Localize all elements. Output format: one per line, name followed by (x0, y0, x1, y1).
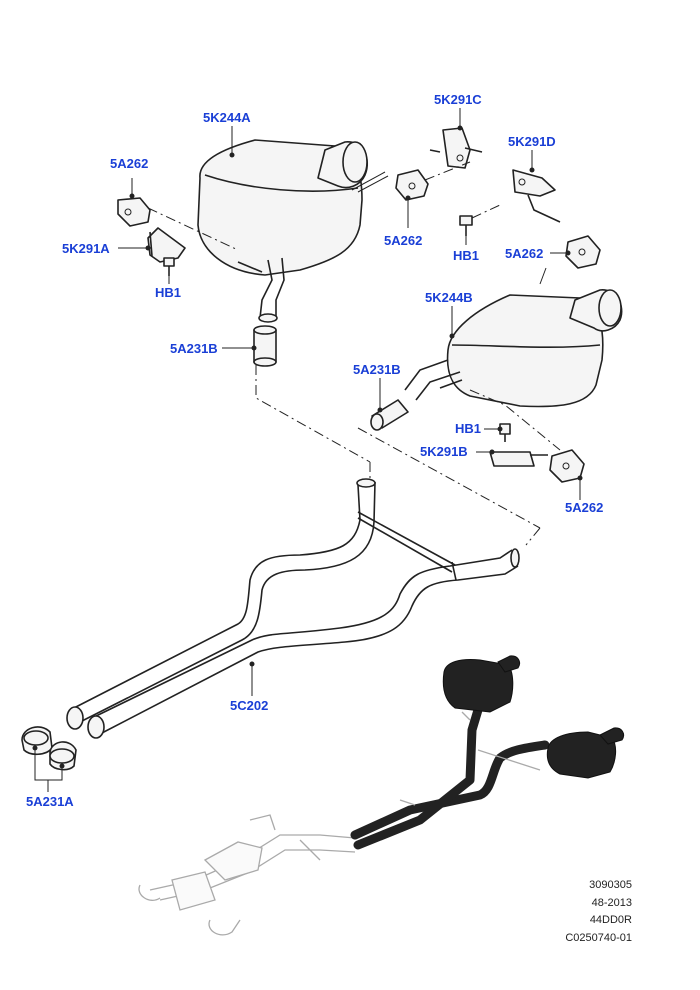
label-hb1-lower: HB1 (455, 421, 481, 436)
overview-assembly (138, 655, 625, 936)
bracket-5k291c (429, 127, 483, 169)
rear-muffler-lower (404, 289, 623, 408)
label-5c202: 5C202 (230, 698, 268, 713)
label-5a231b-lower: 5A231B (353, 362, 401, 377)
label-5k244a: 5K244A (203, 110, 251, 125)
ref-line-3: 44DD0R (590, 914, 632, 926)
label-5a262-center: 5A262 (384, 233, 422, 248)
bracket-5k291d (512, 169, 561, 223)
bolt-hb1-left (163, 257, 175, 276)
label-5a262-right-lower: 5A262 (565, 500, 603, 515)
label-5k291a: 5K291A (62, 241, 110, 256)
label-5a231b-upper: 5A231B (170, 341, 218, 356)
rear-muffler-upper (197, 139, 369, 323)
label-5k291d: 5K291D (508, 134, 556, 149)
label-5a231a: 5A231A (26, 794, 74, 809)
label-5a262-right-upper: 5A262 (505, 246, 543, 261)
bolt-hb1-lower (499, 423, 511, 442)
clamp-set-5a231a (21, 726, 77, 771)
insulator-left (117, 197, 151, 227)
clamp-lower (370, 399, 409, 431)
label-5k291b: 5K291B (420, 444, 468, 459)
insulator-right-upper (565, 235, 601, 269)
bracket-5k291b (489, 451, 548, 467)
label-hb1-left: HB1 (155, 285, 181, 300)
ref-line-4: C0250740-01 (565, 932, 632, 944)
label-5k291c: 5K291C (434, 92, 482, 107)
label-5a262-left: 5A262 (110, 156, 148, 171)
center-pipe (66, 478, 520, 739)
clamp-upper (253, 325, 277, 367)
label-5k244b: 5K244B (425, 290, 473, 305)
insulator-center (395, 169, 429, 201)
bracket-5k291a (147, 227, 186, 263)
bolt-hb1-center (459, 215, 473, 236)
label-hb1-center: HB1 (453, 248, 479, 263)
ref-line-2: 48-2013 (592, 897, 632, 909)
ref-line-1: 3090305 (589, 879, 632, 891)
